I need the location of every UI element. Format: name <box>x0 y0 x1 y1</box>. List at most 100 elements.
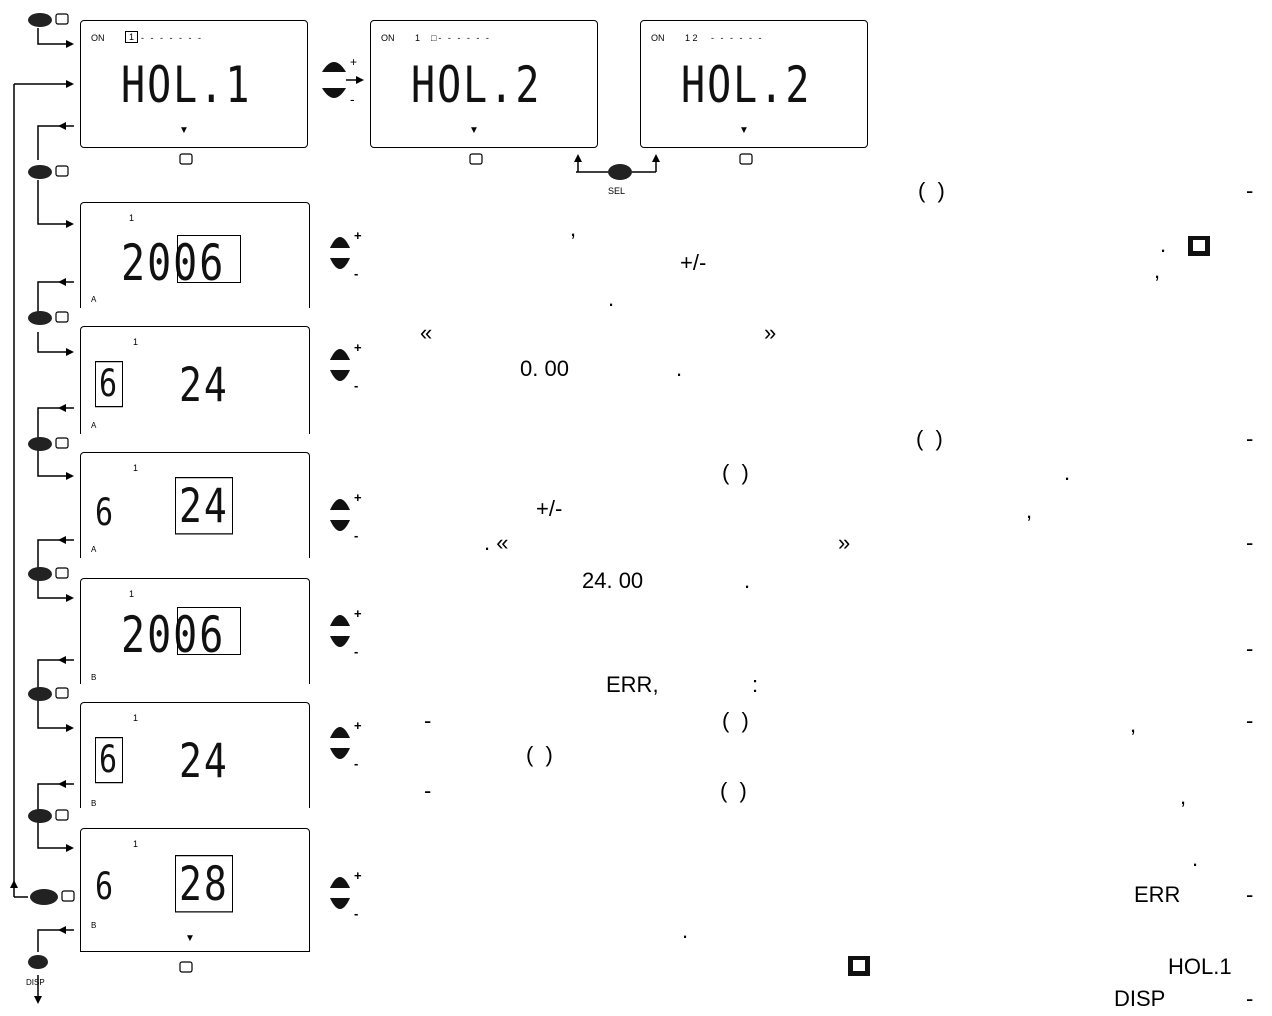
lcd-day: 28 <box>175 855 233 913</box>
text-fragment: - <box>1246 986 1254 1011</box>
dash-row: - - - - - - <box>711 33 764 43</box>
arrow-line <box>37 28 66 45</box>
arrowhead-icon <box>58 122 66 130</box>
lcd-screen-day-b: 1 6 28 B ▼ <box>80 828 310 952</box>
selection-frame <box>177 607 241 655</box>
lcd-day: 24 <box>179 357 229 412</box>
svg-text:-: - <box>354 266 358 281</box>
text-fragment: 24. 00 <box>582 568 644 593</box>
rocker-signs: +- +- +- +- +- +- <box>354 228 362 921</box>
text-fragment: . <box>1192 846 1199 871</box>
lcd-screen-year-a: 1 2006 A <box>80 202 310 308</box>
svg-text:-: - <box>354 756 358 771</box>
lcd-day: 24 <box>175 477 233 535</box>
svg-text:-: - <box>354 528 358 543</box>
lcd-text: HOL.2 <box>681 57 812 115</box>
text-fragment: . <box>682 918 689 943</box>
text-fragment: +/- <box>536 496 563 521</box>
plus-sign: + <box>350 55 357 69</box>
arrowhead-icon <box>66 80 74 88</box>
text-fragment: , <box>570 216 577 241</box>
key-icons <box>179 153 753 973</box>
arrow-line <box>37 125 74 160</box>
text-fragment: ERR, <box>606 672 659 697</box>
period-label: B <box>91 799 97 808</box>
text-fragment: » <box>764 320 777 345</box>
svg-text:+: + <box>354 606 362 621</box>
disp-label: DISP <box>26 978 45 987</box>
text-fragment: . <box>1064 460 1071 485</box>
text-fragment: ( ) <box>722 708 749 733</box>
period-label: B <box>91 921 97 930</box>
svg-text:-: - <box>354 644 358 659</box>
text-fragment: ( ) <box>722 460 749 485</box>
text-fragment: . <box>1160 232 1167 257</box>
text-fragment: » <box>838 530 851 555</box>
cursor-down-icon: ▼ <box>185 933 195 944</box>
text-fragment: 0. 00 <box>520 356 569 381</box>
lcd-screen-year-b: 1 2006 B <box>80 578 310 684</box>
text-fragment: +/- <box>680 250 707 275</box>
svg-text:+: + <box>354 868 362 883</box>
lcd-month: 6 <box>95 865 116 909</box>
program-number: 1 <box>129 589 135 599</box>
program-number: 1 <box>415 33 421 43</box>
svg-text:-: - <box>354 378 358 393</box>
sel-label: SEL <box>608 186 625 196</box>
text-fragment: , <box>1154 258 1161 283</box>
on-indicator: ON <box>91 33 105 43</box>
lcd-screen-month-a: 1 6 24 A <box>80 326 310 434</box>
arrowheads <box>10 220 74 1004</box>
program-number: 1 <box>125 31 139 43</box>
text-fragment: , <box>1130 712 1137 737</box>
period-label: A <box>91 295 97 304</box>
text-fragment: . <box>608 286 615 311</box>
text-fragment: ERR <box>1134 882 1181 907</box>
selection-frame <box>177 235 241 283</box>
program-number: 1 <box>133 337 139 347</box>
program-number: 1 <box>129 213 135 223</box>
text-fragment: - <box>1246 636 1254 661</box>
svg-text:+: + <box>354 228 362 243</box>
program-number: 1 <box>133 463 139 473</box>
lcd-screen-hol1: ON 1 - - - - - - - HOL.1 ▼ <box>80 20 308 148</box>
text-fragment: « <box>420 320 433 345</box>
lcd-screen-hol2: ON 1 □- - - - - - HOL.2 ▼ <box>370 20 598 148</box>
minus-sign: - <box>350 91 355 107</box>
period-label: B <box>91 673 97 682</box>
program-number: 1 <box>133 713 139 723</box>
text-fragment: HOL.1 <box>1168 954 1232 979</box>
lcd-day: 24 <box>179 733 229 788</box>
text-fragment: - <box>1246 708 1254 733</box>
arrowhead-icon <box>66 40 74 48</box>
period-label: A <box>91 545 97 554</box>
text-fragment: ( ) <box>526 742 553 767</box>
lcd-text: HOL.2 <box>411 57 542 115</box>
text-fragment: - <box>424 708 432 733</box>
text-fragment: ( ) <box>918 178 945 203</box>
period-label: A <box>91 421 97 430</box>
cursor-down-icon: ▼ <box>739 125 749 136</box>
svg-text:+: + <box>354 490 362 505</box>
text-fragment: : <box>752 672 759 697</box>
text-fragment: DISP <box>1114 986 1166 1011</box>
dash-row: - - - - - - - <box>141 33 203 43</box>
text-fragment: - <box>1246 178 1254 203</box>
dash-row: □- - - - - - <box>431 33 491 43</box>
svg-text:-: - <box>354 906 358 921</box>
svg-text:+: + <box>354 340 362 355</box>
plus-minus-rocker-icon <box>322 62 364 98</box>
text-fragment: - <box>1246 530 1254 555</box>
on-indicator: ON <box>381 33 395 43</box>
program-number: 1 2 <box>685 33 698 43</box>
lcd-text: HOL.1 <box>121 57 252 115</box>
text-fragment: ( ) <box>916 426 943 451</box>
lcd-screen-month-b: 1 6 24 B <box>80 702 310 808</box>
sel-button-icon <box>574 154 660 180</box>
on-indicator: ON <box>651 33 665 43</box>
text-fragment: . <box>676 356 683 381</box>
side-buttons <box>28 311 75 969</box>
text-fragment: - <box>1246 882 1254 907</box>
text-fragment: , <box>1026 498 1033 523</box>
